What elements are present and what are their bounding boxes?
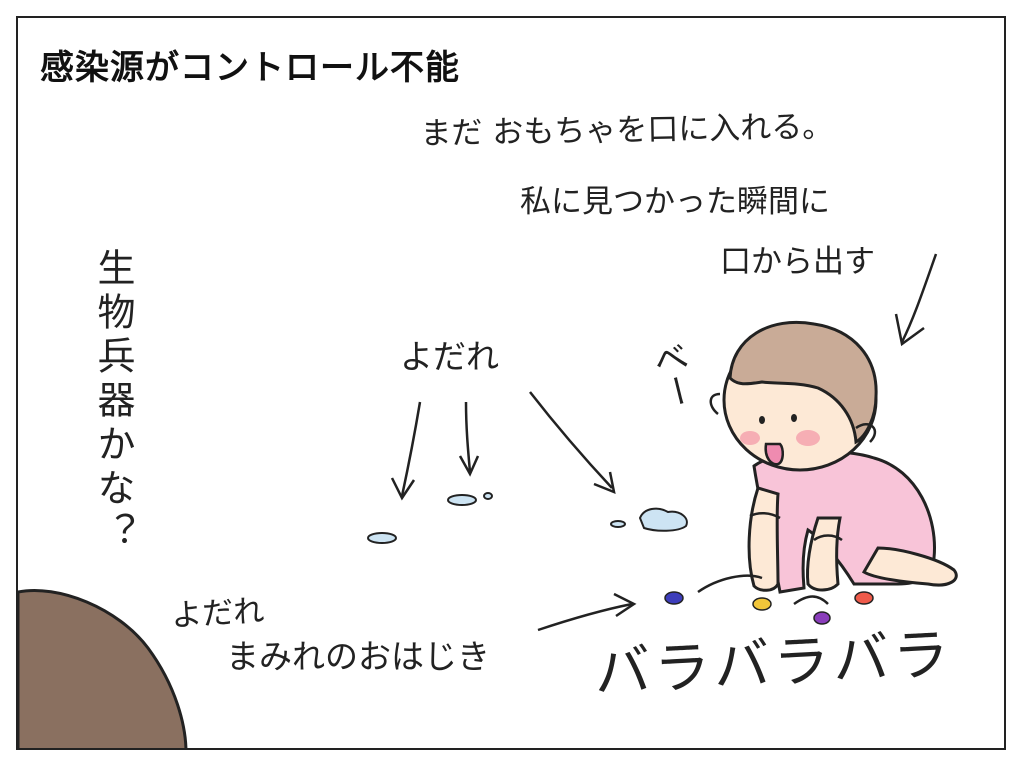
- baby-cheek-left: [740, 431, 760, 445]
- ohajiki-label-line-2: まみれのおはじき: [226, 637, 490, 676]
- baby-cheek-right: [796, 430, 820, 446]
- drool-puddle-1: [367, 532, 397, 544]
- caption-line-2: 私に見つかった瞬間に: [520, 184, 830, 220]
- caption-arrow: [900, 253, 938, 343]
- drool-label: よだれ: [400, 337, 499, 376]
- ohajiki-arrow: [537, 602, 633, 632]
- ohajiki-label-line-1: よだれ: [170, 593, 266, 634]
- baby-tongue: [764, 442, 784, 466]
- adult-head-silhouette: [18, 589, 188, 748]
- baby-leg: [861, 546, 958, 587]
- ohajiki-blue: [664, 591, 684, 605]
- ohajiki-purple: [813, 611, 831, 625]
- baby-hair: [728, 320, 878, 445]
- drool-arrow-2: [464, 401, 472, 473]
- drool-puddle-4: [638, 507, 688, 532]
- drool-puddle-2: [447, 494, 477, 506]
- drool-arrow-3: [529, 391, 613, 489]
- drool-arrow-1: [400, 401, 422, 497]
- ohajiki-red: [854, 591, 874, 605]
- baby-eye-right: [791, 414, 797, 422]
- side-note: 生物兵器かな？: [91, 248, 135, 556]
- baby-eye-left: [759, 416, 765, 424]
- comic-panel: [16, 16, 1006, 750]
- caption-line-1: まだ おもちゃを口に入れる。: [420, 108, 834, 152]
- ohajiki-yellow: [752, 597, 772, 611]
- illustration: [18, 253, 958, 748]
- caption-line-3: 口から出す: [720, 244, 875, 280]
- page-title: 感染源がコントロール不能: [40, 48, 460, 88]
- drool-puddle-3: [610, 520, 626, 528]
